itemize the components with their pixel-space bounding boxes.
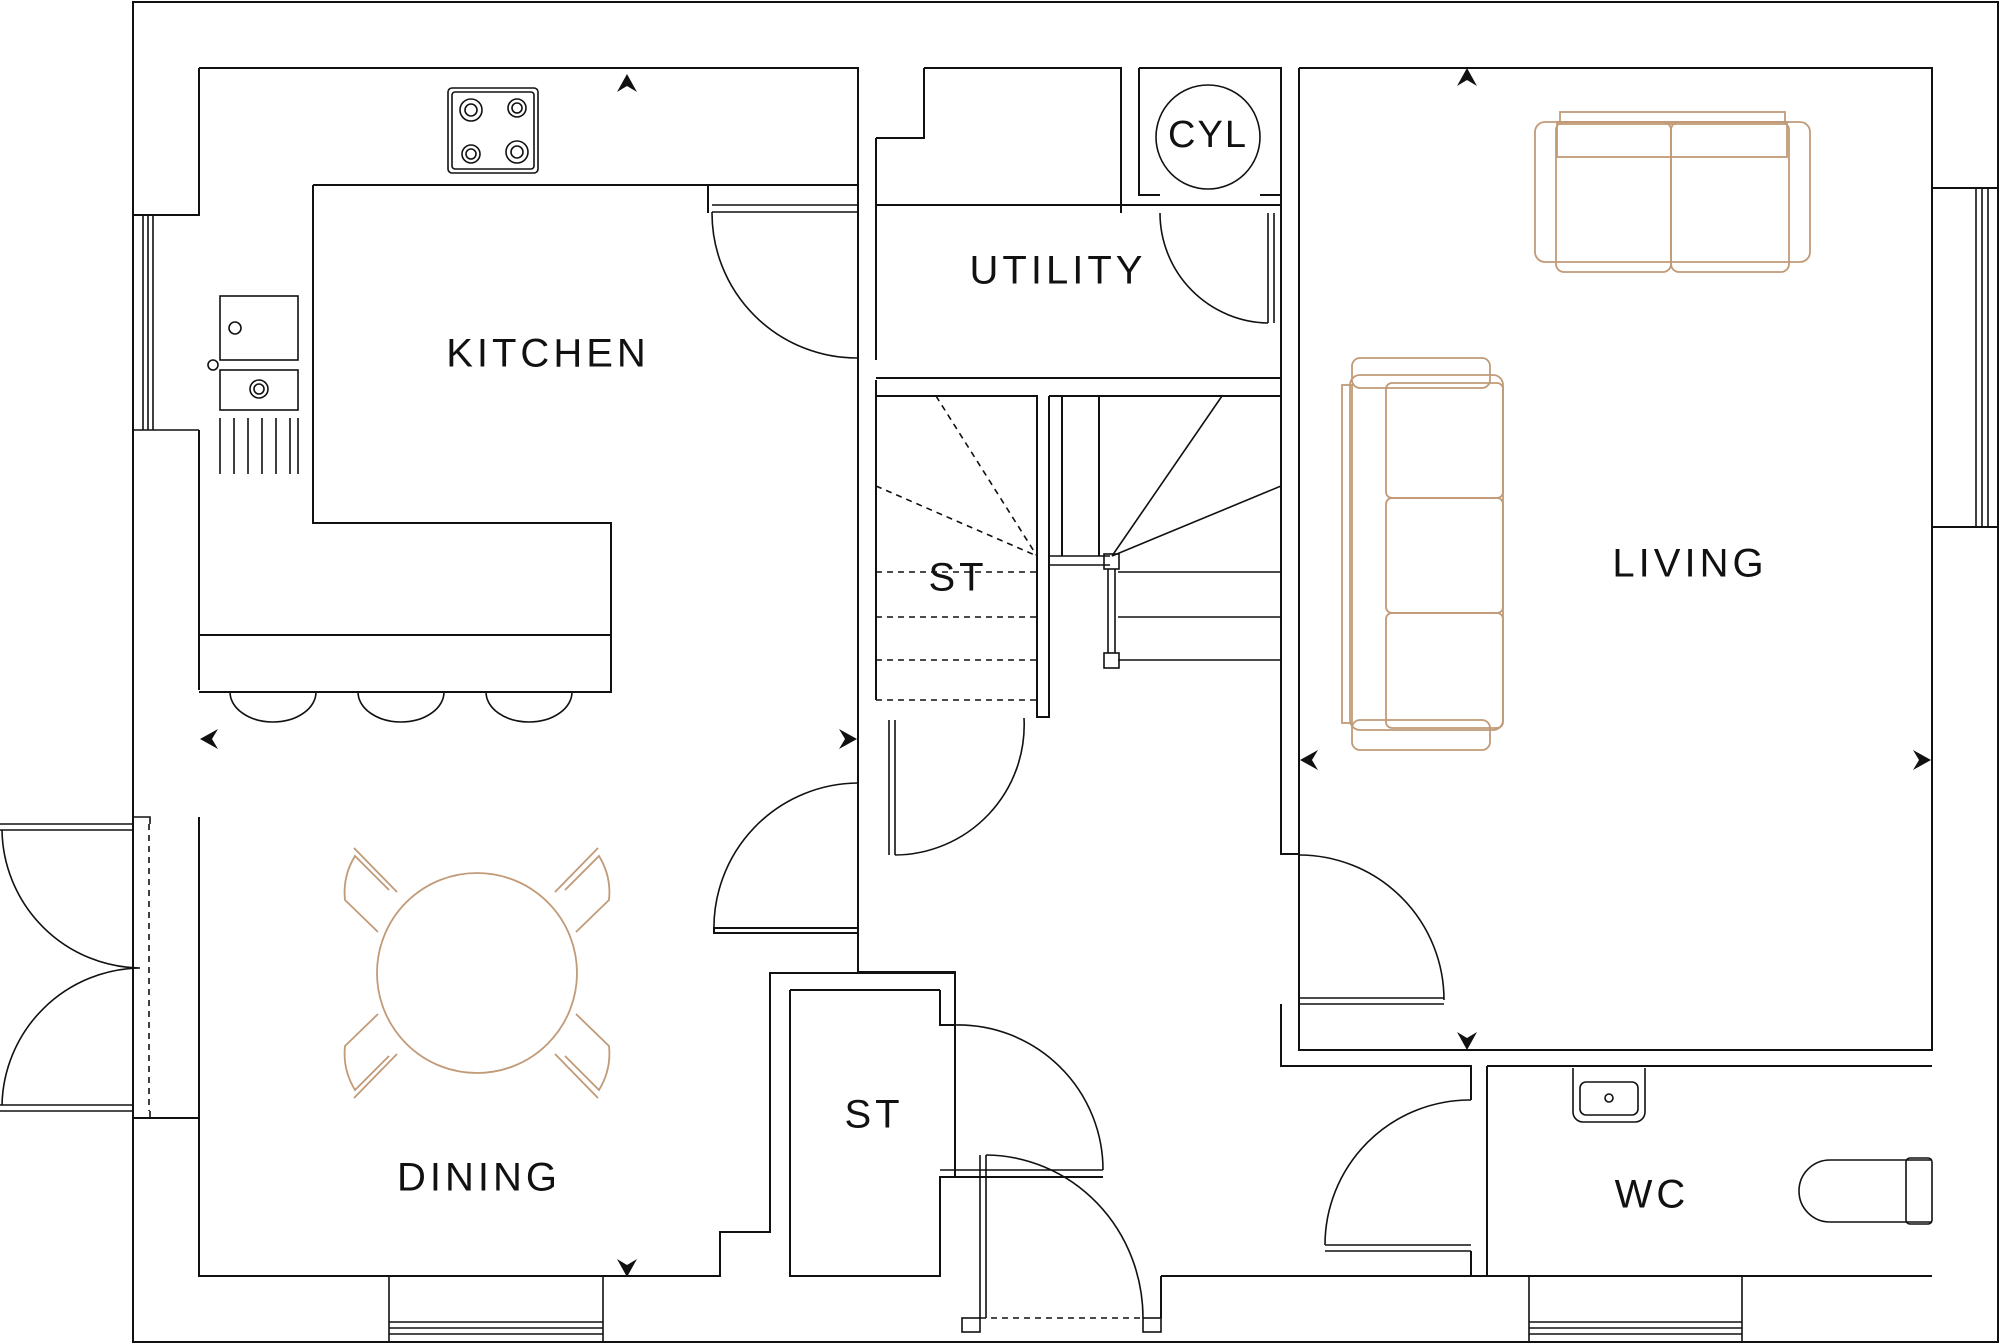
room-label-utility: UTILITY [970, 249, 1147, 293]
room-label-cylinder: CYL [1168, 114, 1248, 156]
basin-icon [1572, 1068, 1646, 1123]
dining-table-icon [343, 847, 611, 1099]
room-label-store-hall: ST [844, 1093, 903, 1137]
front-door [961, 1154, 1471, 1333]
room-label-kitchen: KITCHEN [446, 332, 650, 376]
staircase [875, 395, 1282, 856]
sink-icon [207, 295, 299, 474]
hall-doors [713, 780, 1932, 1277]
kitchen-counter [199, 87, 858, 693]
dining-doors [0, 816, 151, 1119]
hall-store [789, 989, 1104, 1277]
outer-walls [132, 1, 1999, 1343]
room-label-living: LIVING [1612, 542, 1767, 586]
sofa-icon [1341, 357, 1504, 751]
toilet-icon [1798, 1157, 1933, 1225]
bottom-windows [388, 1276, 1743, 1342]
room-label-dining: DINING [397, 1156, 561, 1200]
kitchen-window [133, 214, 199, 431]
section-arrow-icon [200, 68, 1931, 1277]
cylinder [1155, 84, 1261, 190]
room-label-wc: WC [1615, 1173, 1690, 1217]
living-window [1975, 188, 1989, 527]
room-label-store-stairs: ST [928, 556, 987, 600]
bar-stools [229, 691, 573, 723]
sofa-icon [1534, 111, 1811, 273]
